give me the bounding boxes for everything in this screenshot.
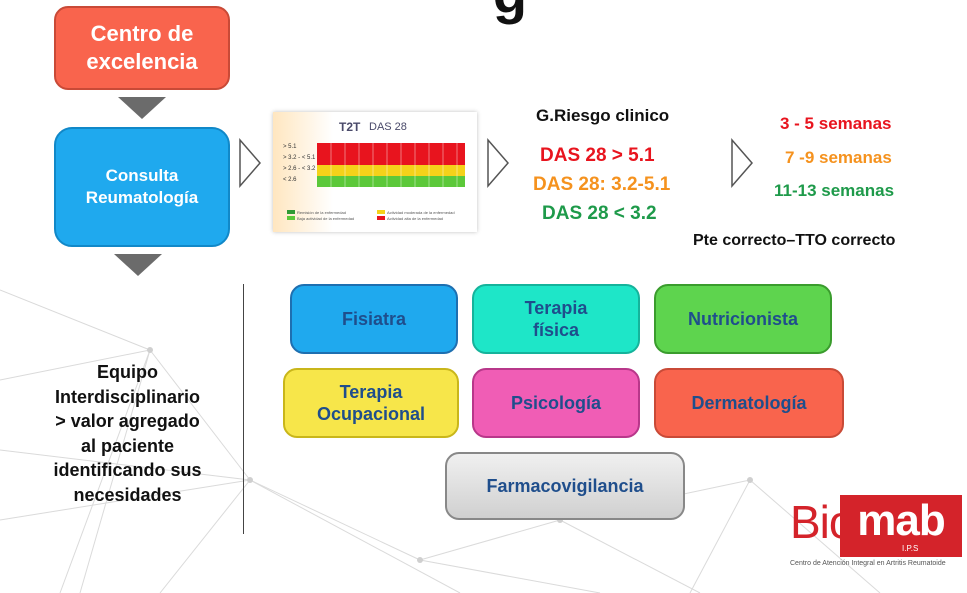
legend-remission: Remisión de la enfermedad (297, 210, 346, 215)
farmacovigilancia-box: Farmacovigilancia (445, 452, 685, 520)
psicologia-box: Psicología (472, 368, 640, 438)
arrow-down-2-icon (114, 254, 162, 276)
terapia-fisica-line-1: Terapia (524, 298, 588, 318)
legend-low: Baja actividad de la enfermedad (297, 216, 355, 221)
logo-mab-block: mab (840, 495, 962, 557)
equipo-line: identificando sus (53, 460, 202, 480)
equipo-line: Interdisciplinario (54, 386, 201, 407)
das-grid (330, 143, 458, 187)
terapia-ocupacional-line-2: Ocupacional (316, 404, 426, 424)
nutricionista-label: Nutricionista (687, 309, 798, 329)
das-high-text: DAS 28 > 5.1 (540, 145, 655, 166)
psicologia-label: Psicología (510, 393, 602, 413)
equipo-line: > valor agregado (55, 411, 200, 431)
das-band-high (317, 143, 465, 154)
logo-ips-text: I.P.S (902, 544, 919, 553)
terapia-ocupacional-line-1: Terapia (339, 382, 403, 402)
das28-chart-card: T2T DAS 28 > 5.1 > 3.2 - < 5.1 > 2.6 - <… (273, 112, 477, 232)
legend-moderate: Actividad moderada de la enfermedad (387, 210, 455, 215)
centro-line-1: Centro de (90, 21, 194, 46)
centro-line-2: excelencia (86, 49, 198, 74)
terapia-fisica-line-2: física (532, 320, 579, 340)
dermatologia-label: Dermatología (691, 393, 807, 413)
arrow-down-1-icon (118, 97, 166, 119)
arrow-right-2-icon (487, 138, 509, 188)
consulta-line-1: Consulta (105, 166, 179, 185)
das-level-label: > 5.1 (283, 144, 297, 150)
arrow-right-3-icon (731, 138, 753, 188)
legend-remission-swatch (287, 210, 295, 214)
slide-title-fragment: g (380, 0, 640, 22)
legend-high: Actividad alta de la enfermedad (387, 216, 444, 221)
legend-high-swatch (377, 216, 385, 220)
das28-card-title: DAS 28 (369, 121, 407, 133)
nutricionista-box: Nutricionista (654, 284, 832, 354)
weeks-low-text: 11-13 semanas (774, 181, 895, 200)
das-level-label: > 2.6 - < 3.2 (283, 166, 316, 172)
logo-subtitle: Centro de Atención Integral en Artritis … (790, 560, 946, 567)
consulta-reumatologia-box: Consulta Reumatología (54, 127, 230, 247)
fisiatra-label: Fisiatra (341, 309, 407, 329)
das-level-label: < 2.6 (283, 177, 297, 183)
das-moderate-text: DAS 28: 3.2-5.1 (533, 174, 671, 195)
equipo-line: Equipo (97, 362, 158, 382)
centro-excelencia-box: Centro de excelencia (54, 6, 230, 90)
divider-line (243, 284, 244, 534)
terapia-ocupacional-box: Terapia Ocupacional (283, 368, 459, 438)
weeks-moderate-text: 7 -9 semanas (785, 148, 892, 167)
riesgo-clinico-title: G.Riesgo clinico (536, 106, 670, 125)
pte-correcto-text: Pte correcto–TTO correcto (693, 232, 896, 249)
equipo-line: al paciente (80, 435, 175, 456)
arrow-right-1-icon (239, 138, 261, 188)
das-band-moderate (317, 165, 465, 176)
t2t-logo: T2T (339, 120, 361, 134)
legend-moderate-swatch (377, 210, 385, 214)
consulta-line-2: Reumatología (85, 188, 199, 207)
das-band-high-2 (317, 154, 465, 165)
weeks-high-text: 3 - 5 semanas (780, 114, 892, 133)
dermatologia-box: Dermatología (654, 368, 844, 438)
terapia-fisica-box: Terapia física (472, 284, 640, 354)
equipo-interdisciplinario-text: Equipo Interdisciplinario > valor agrega… (20, 360, 235, 507)
fisiatra-box: Fisiatra (290, 284, 458, 354)
equipo-line: necesidades (73, 484, 182, 505)
das-level-label: > 3.2 - < 5.1 (283, 155, 316, 161)
das-low-text: DAS 28 < 3.2 (542, 203, 657, 224)
das-band-low (317, 176, 465, 187)
farmacovigilancia-label: Farmacovigilancia (486, 476, 644, 496)
legend-low-swatch (287, 216, 295, 220)
